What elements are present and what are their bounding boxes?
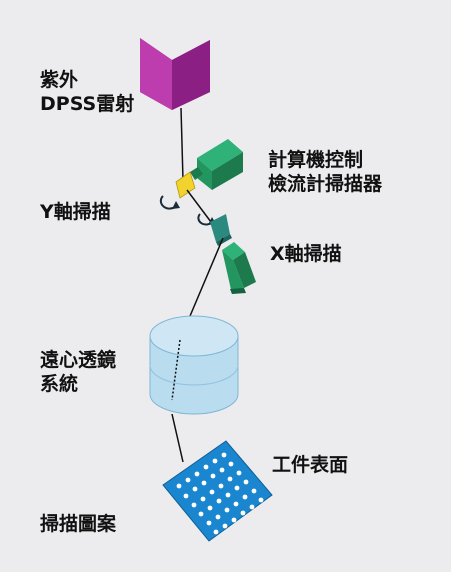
x-scan-text: X軸掃描 <box>270 243 342 265</box>
lens-icon <box>149 315 239 415</box>
galvo-motor-lower <box>222 242 256 294</box>
laser-icon <box>140 38 210 110</box>
workpiece-text: 工件表面 <box>272 454 349 476</box>
laser-beam <box>180 107 184 181</box>
workpiece-icon <box>162 440 273 542</box>
galvo-motor-upper <box>190 139 243 190</box>
laser-label: 紫外 DPSS雷射 <box>40 68 134 116</box>
galvo-label-line1: 計算機控制 <box>268 149 364 171</box>
lens-label-line1: 遠心透鏡 <box>40 349 117 371</box>
lens-label-line2: 系統 <box>40 373 79 395</box>
galvo-label-line2: 檢流計掃描器 <box>268 173 383 195</box>
rotation-arrow-icon <box>159 195 180 210</box>
workpiece-label: 工件表面 <box>272 453 348 477</box>
galvo-label: 計算機控制 檢流計掃描器 <box>268 148 382 196</box>
x-mirror <box>210 214 232 246</box>
lens-label: 遠心透鏡 系統 <box>40 348 116 396</box>
y-scan-text: Y軸掃描 <box>40 201 111 223</box>
y-mirror <box>175 171 196 199</box>
laser-label-line1: 紫外 <box>40 69 79 91</box>
laser-label-line2: DPSS雷射 <box>40 93 135 115</box>
y-scan-label: Y軸掃描 <box>40 200 111 224</box>
deflected-beam <box>186 189 215 227</box>
pattern-label: 掃描圖案 <box>40 512 116 536</box>
pattern-text: 掃描圖案 <box>40 513 117 535</box>
output-beam <box>171 413 184 463</box>
x-scan-label: X軸掃描 <box>270 242 342 266</box>
